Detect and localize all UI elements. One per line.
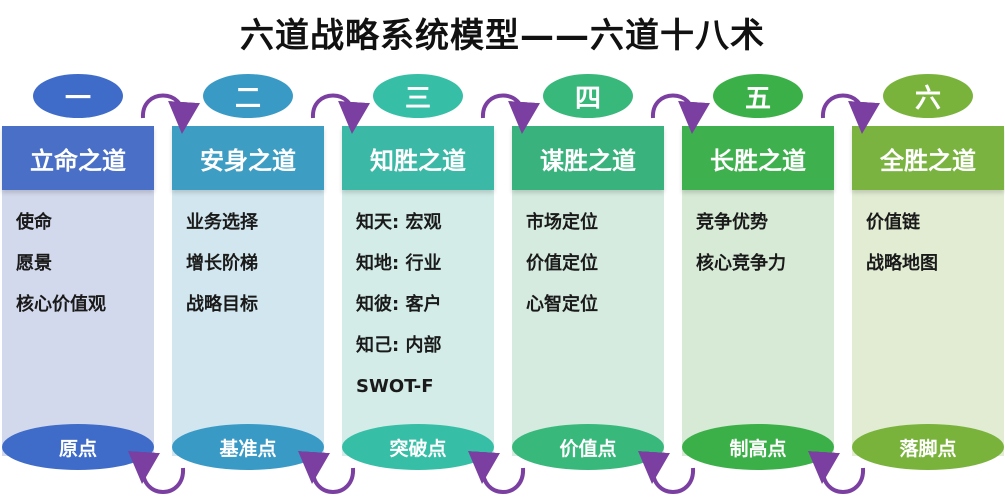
top-connector-arc — [310, 93, 371, 134]
column-item: 增长阶梯 — [186, 253, 258, 274]
bottom-connector-arc — [468, 451, 526, 494]
column-item: 价值定位 — [526, 253, 598, 274]
key-point-pill: 制高点 — [682, 424, 834, 470]
column-header: 安身之道 — [172, 126, 324, 190]
column-item: 战略目标 — [186, 294, 258, 315]
step-number-badge: 六 — [883, 74, 973, 118]
bottom-connector-arc — [128, 451, 186, 494]
way-column: 知胜之道知天: 宏观知地: 行业知彼: 客户知己: 内部 SWOT-F — [342, 126, 494, 456]
top-connector-arc — [480, 93, 541, 134]
column-items: 市场定位价值定位心智定位 — [526, 212, 598, 335]
way-column: 长胜之道竞争优势核心竞争力 — [682, 126, 834, 456]
column-item: 心智定位 — [526, 294, 598, 315]
column-item: 知己: 内部 — [356, 335, 442, 356]
column-item: 核心价值观 — [16, 294, 106, 315]
step-number-badge: 一 — [33, 74, 123, 118]
column-header: 全胜之道 — [852, 126, 1004, 190]
column-item: 市场定位 — [526, 212, 598, 233]
way-column: 立命之道使命愿景核心价值观 — [2, 126, 154, 456]
column-header: 知胜之道 — [342, 126, 494, 190]
bottom-connector-arc — [298, 451, 356, 494]
bottom-connector-arc — [638, 451, 696, 494]
step-number-badge: 四 — [543, 74, 633, 118]
top-connector-arc — [820, 93, 881, 134]
column-item: 竞争优势 — [696, 212, 768, 233]
column-item: 战略地图 — [866, 253, 938, 274]
key-point-pill: 基准点 — [172, 424, 324, 470]
key-point-pill: 原点 — [2, 424, 154, 470]
column-items: 竞争优势核心竞争力 — [696, 212, 786, 294]
column-item: SWOT-F — [356, 376, 434, 397]
column-item: 知地: 行业 — [356, 253, 442, 274]
column-header: 立命之道 — [2, 126, 154, 190]
key-point-pill: 突破点 — [342, 424, 494, 470]
column-item: 业务选择 — [186, 212, 258, 233]
key-point-pill: 落脚点 — [852, 424, 1004, 470]
column-item: 核心竞争力 — [696, 253, 786, 274]
way-column: 安身之道业务选择增长阶梯战略目标 — [172, 126, 324, 456]
step-number-badge: 二 — [203, 74, 293, 118]
column-item: 价值链 — [866, 212, 920, 233]
key-point-pill: 价值点 — [512, 424, 664, 470]
step-number-badge: 三 — [373, 74, 463, 118]
column-header: 长胜之道 — [682, 126, 834, 190]
way-column: 谋胜之道市场定位价值定位心智定位 — [512, 126, 664, 456]
column-items: 知天: 宏观知地: 行业知彼: 客户知己: 内部 SWOT-F — [356, 212, 441, 417]
step-number-badge: 五 — [713, 74, 803, 118]
column-item: 知彼: 客户 — [356, 294, 442, 315]
column-item: 使命 — [16, 212, 52, 233]
column-items: 价值链战略地图 — [866, 212, 938, 294]
column-header: 谋胜之道 — [512, 126, 664, 190]
column-item: 愿景 — [16, 253, 52, 274]
top-connector-arc — [140, 93, 201, 134]
page-title: 六道战略系统模型——六道十八术 — [240, 16, 765, 56]
column-items: 业务选择增长阶梯战略目标 — [186, 212, 258, 335]
column-items: 使命愿景核心价值观 — [16, 212, 106, 335]
column-item: 知天: 宏观 — [356, 212, 442, 233]
top-connector-arc — [650, 93, 711, 134]
way-column: 全胜之道价值链战略地图 — [852, 126, 1004, 456]
bottom-connector-arc — [808, 451, 866, 494]
